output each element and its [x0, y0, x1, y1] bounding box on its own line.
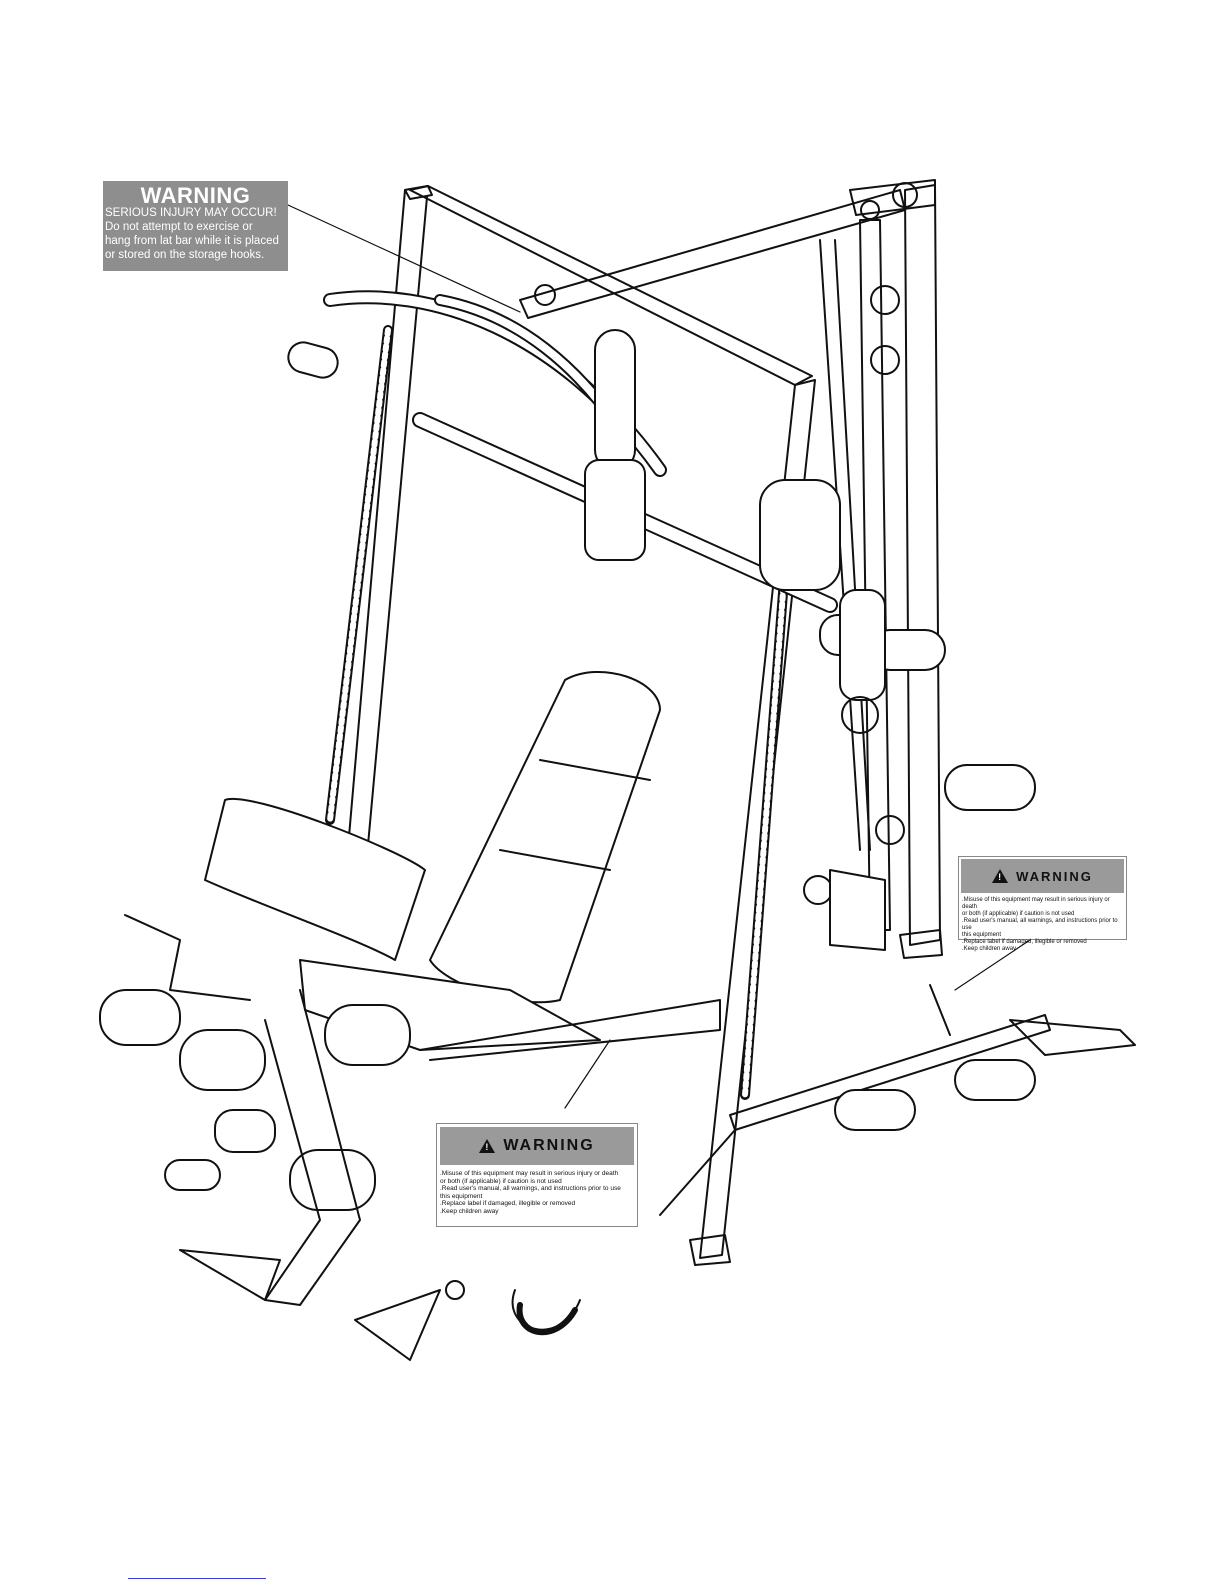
warning-line: .Keep children away: [962, 946, 1017, 952]
warning-title: WARNING: [1016, 868, 1093, 884]
frame-left-upright: [325, 185, 433, 849]
warning-line: this equipment: [440, 1192, 483, 1200]
bench-back-pad: [429, 671, 661, 1004]
base-frame: [659, 764, 1136, 1216]
warning-line: or both (if applicable) if caution is no…: [962, 911, 1075, 917]
warning-title: WARNING: [140, 183, 251, 208]
warning-label-lat-bar: WARNING SERIOUS INJURY MAY OCCUR! Do not…: [103, 181, 288, 271]
warning-line: .Keep children away: [440, 1207, 499, 1215]
warning-line: .Replace label if damaged, illegible or …: [440, 1200, 576, 1208]
frame-right-upright: [689, 379, 816, 1266]
warning-line: hang from lat bar while it is placed: [105, 235, 279, 247]
warning-header: WARNING: [961, 859, 1124, 893]
warning-line: .Misuse of this equipment may result in …: [440, 1170, 619, 1177]
leader-lines: [287, 204, 1031, 1109]
alert-triangle-icon: [992, 869, 1009, 883]
warning-line: or stored on the storage hooks.: [105, 249, 265, 261]
leg-developer: [124, 914, 361, 1306]
warning-line: .Misuse of this equipment may result in …: [962, 897, 1110, 910]
warning-line: .Read user's manual, all warnings, and i…: [440, 1185, 621, 1193]
warning-label-bench: WARNING .Misuse of this equipment may re…: [436, 1123, 638, 1227]
stirrup-handle-icon: [354, 1280, 465, 1361]
warning-line: this equipment: [962, 932, 1002, 938]
footer-rule: [128, 1578, 266, 1579]
frame-top-beams: [409, 179, 936, 386]
warning-line: Do not attempt to exercise or: [105, 221, 253, 233]
alert-triangle-icon: [479, 1139, 496, 1153]
warning-label-frame: WARNING .Misuse of this equipment may re…: [958, 856, 1127, 952]
warning-line: .Read user's manual, all warnings, and i…: [962, 918, 1118, 931]
warning-line: .Replace label if damaged, illegible or …: [962, 939, 1087, 945]
leg-rollers: [99, 989, 411, 1211]
warning-line: or both (if applicable) if caution is no…: [440, 1177, 562, 1185]
weight-cylinder: [584, 329, 886, 701]
foot-plate: [829, 869, 886, 951]
warning-header: WARNING: [440, 1127, 634, 1165]
warning-subtitle: SERIOUS INJURY MAY OCCUR!: [105, 207, 277, 219]
warning-title: WARNING: [503, 1137, 595, 1154]
ankle-strap-icon: [511, 1289, 581, 1336]
